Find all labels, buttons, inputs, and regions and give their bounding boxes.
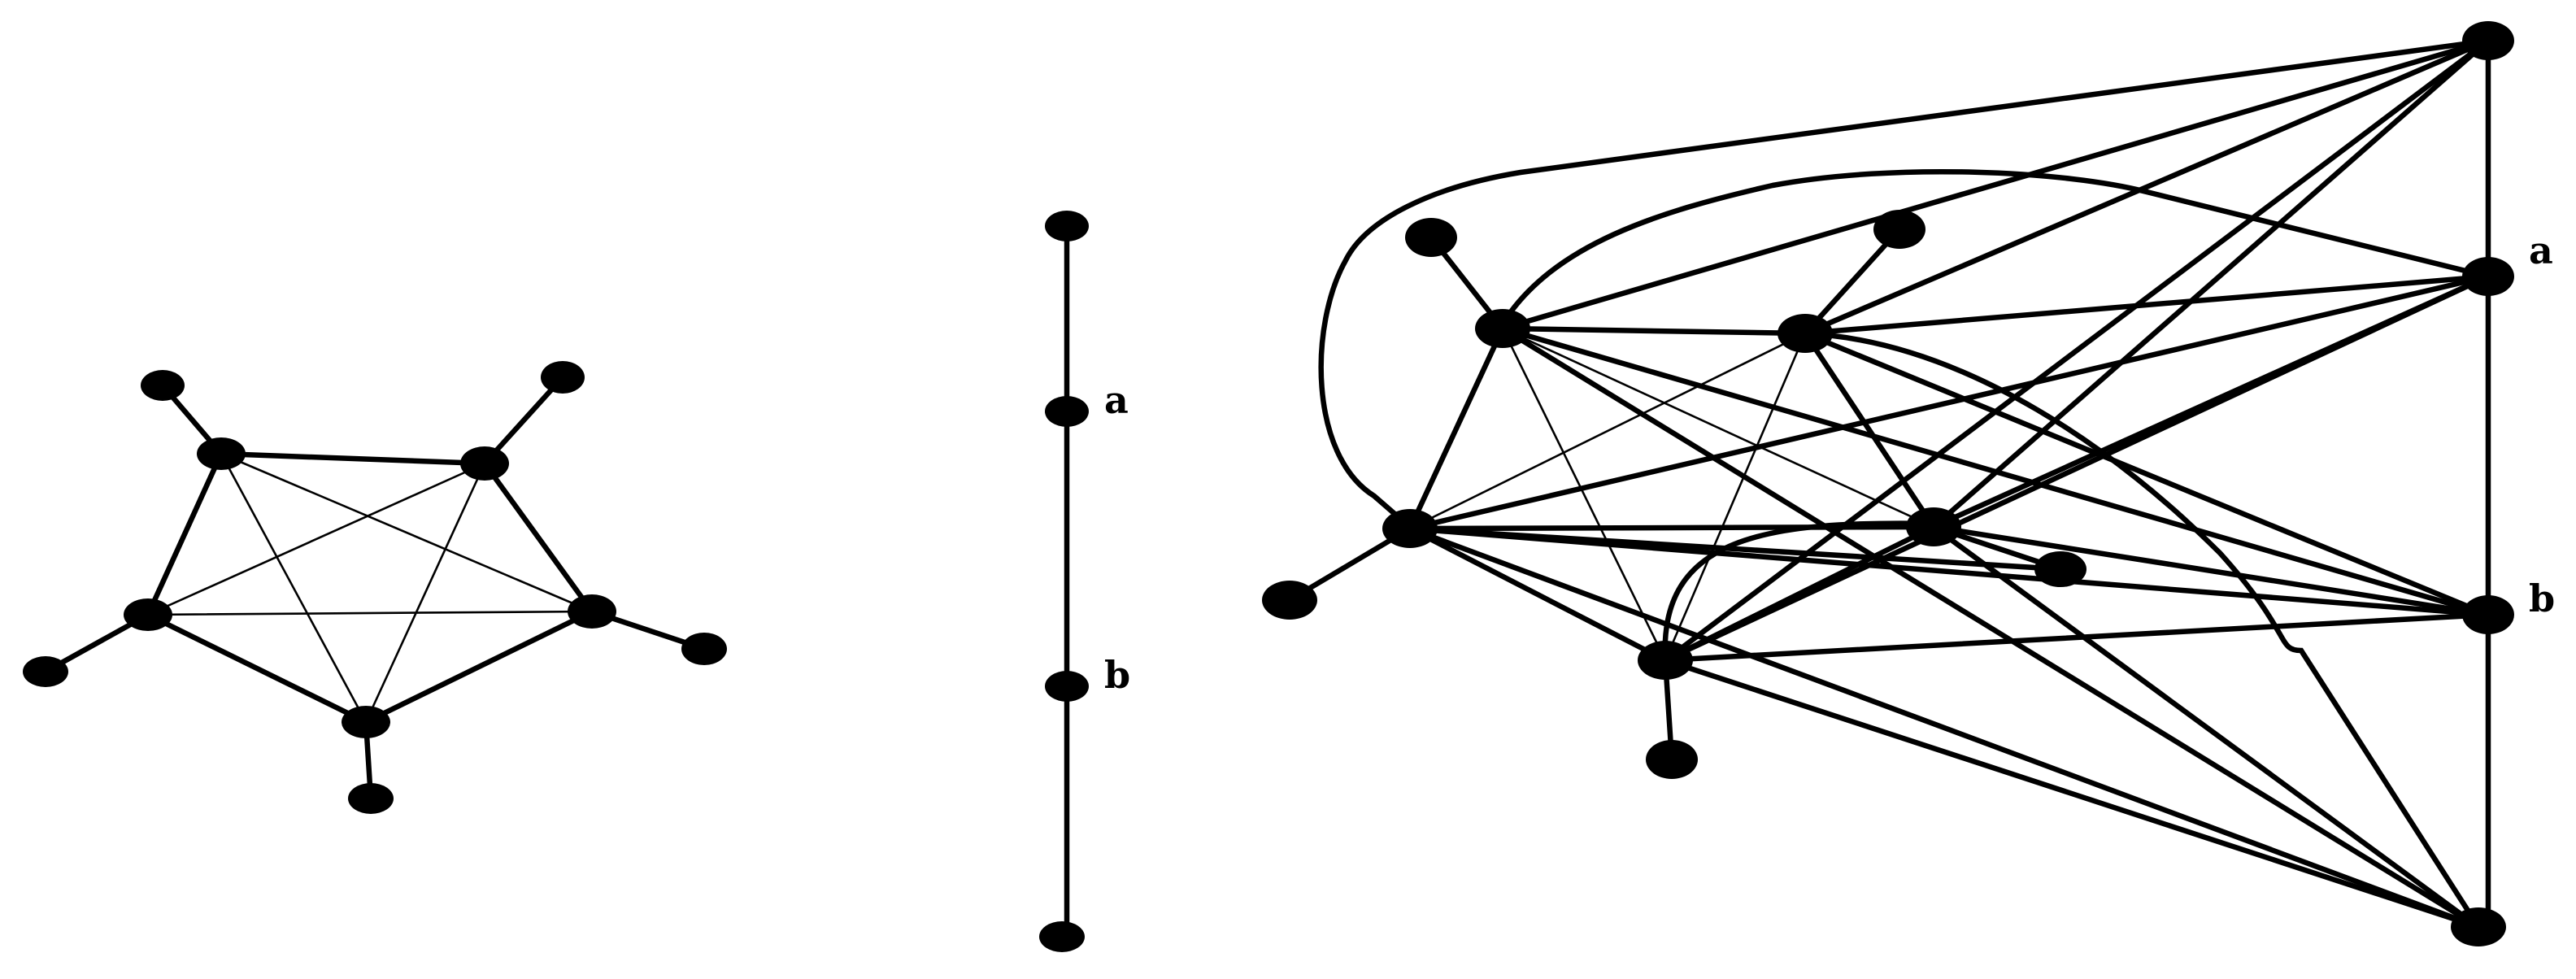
right-pendant-vertex [1646, 740, 1698, 779]
right-vertices [1262, 21, 2514, 946]
left-pendant-vertex [541, 361, 585, 394]
right-edge [1662, 657, 2482, 930]
right-thin-edge [1804, 332, 2490, 616]
right-graph: a b [1262, 21, 2555, 946]
left-vertex [197, 437, 246, 470]
right-vertex-bottom [2451, 907, 2506, 946]
right-curved-edge [1318, 37, 2491, 532]
middle-vertex-top [1045, 211, 1089, 241]
right-curved-edge [1499, 168, 2491, 327]
left-vertex [460, 446, 509, 481]
left-star-edge [146, 610, 594, 616]
left-vertices [23, 361, 727, 814]
right-curved-edges [1318, 37, 2491, 930]
right-pendant-vertex [2034, 551, 2086, 587]
right-edge [1930, 37, 2491, 530]
left-edge-lower-right [363, 608, 595, 725]
left-star-edge [220, 452, 368, 724]
right-thin-edge [1664, 332, 1807, 662]
right-thin-edges [1408, 327, 2490, 929]
right-thick-edges [1286, 37, 2491, 930]
right-thin-edge [1408, 332, 1807, 530]
left-star-edge [146, 462, 486, 616]
right-edge [1930, 524, 2482, 930]
left-vertex [124, 598, 172, 631]
right-edge [1662, 37, 2491, 664]
left-pendant-vertex [23, 656, 68, 687]
right-edge [1499, 325, 1808, 337]
left-vertex [342, 706, 390, 738]
left-edge-left [145, 450, 224, 618]
right-pendant-edge [1802, 226, 1903, 337]
right-edge [1499, 37, 2491, 332]
right-label-a: a [2529, 228, 2553, 272]
right-edge [1407, 525, 2064, 572]
right-edge [1802, 37, 2491, 337]
right-vertex [1778, 314, 1833, 353]
middle-vertex-a [1045, 396, 1089, 427]
right-thin-edge [1501, 327, 1667, 662]
right-curved-edge [1802, 330, 2482, 930]
right-pendant-vertex [1262, 581, 1317, 620]
right-edge [1499, 325, 2491, 618]
right-edge [1662, 524, 1937, 664]
right-pendant-vertex [1405, 218, 1457, 257]
right-vertex [1906, 507, 1961, 546]
left-pendant-vertex [141, 370, 185, 401]
right-edge [1407, 524, 1937, 532]
right-vertex-b [2462, 595, 2514, 634]
right-edge [1499, 325, 2482, 930]
left-graph [23, 361, 727, 814]
left-edge-lower-left [145, 611, 369, 725]
left-pendant-vertex [348, 783, 394, 814]
middle-vertex-b [1045, 671, 1089, 702]
left-edge-right [481, 460, 595, 615]
right-edge [1930, 524, 2491, 618]
left-pentagon-edges [145, 450, 595, 725]
right-edge [1407, 273, 2491, 532]
right-edge [1802, 330, 1937, 530]
left-star-edges [146, 452, 594, 724]
right-label-b: b [2529, 577, 2555, 620]
right-thin-edge [1408, 527, 2480, 929]
left-vertex [568, 594, 616, 629]
right-vertex-top [2462, 21, 2514, 60]
left-pendant-vertex [681, 633, 727, 665]
middle-path: a b [1039, 211, 1130, 952]
left-star-edge [364, 462, 486, 724]
right-vertex [1382, 509, 1438, 548]
right-vertex-a [2462, 257, 2514, 296]
middle-label-b: b [1104, 653, 1130, 697]
right-edge [1802, 273, 2491, 337]
middle-vertex-bottom [1039, 921, 1085, 952]
right-edge [1407, 325, 1506, 532]
left-star-edge [220, 452, 594, 613]
right-vertex [1475, 309, 1530, 348]
right-edge [1662, 611, 2491, 664]
right-thin-edge [1501, 327, 1935, 529]
right-edge [1407, 525, 2491, 618]
right-vertex [1638, 641, 1693, 680]
middle-label-a: a [1104, 378, 1129, 422]
right-edge [1407, 525, 1669, 664]
right-edge [1930, 273, 2491, 530]
right-pendant-vertex [1873, 210, 1925, 249]
left-edge-top [218, 450, 488, 467]
right-curved-edge [1662, 520, 1939, 664]
